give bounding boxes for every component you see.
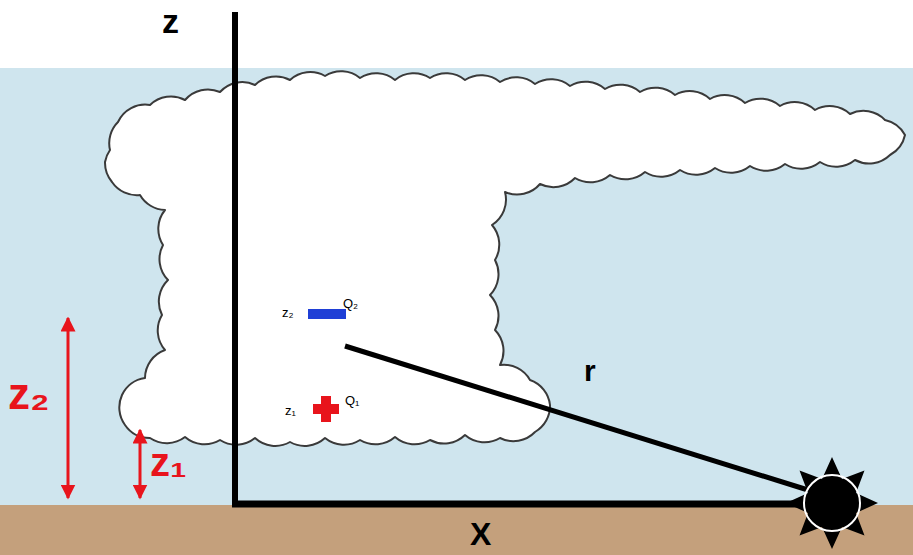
- height-label: z₁: [150, 442, 187, 482]
- charge-height: z₁: [285, 404, 296, 417]
- charge-name: Q₁: [345, 394, 360, 407]
- height-arrow: [139, 430, 142, 498]
- charge-height: z₂: [282, 306, 294, 319]
- height-label: z₂: [8, 372, 50, 416]
- observer-symbol: [786, 457, 878, 549]
- observer-symbol: [806, 477, 858, 529]
- distance-label: r: [584, 356, 596, 386]
- negative-charge: [308, 309, 346, 319]
- thundercloud: [105, 71, 905, 446]
- distance-line: [345, 346, 808, 490]
- positive-charge: [321, 396, 331, 422]
- observer-outline: [804, 475, 860, 531]
- ground: [0, 505, 913, 555]
- axis-label: z: [162, 4, 179, 38]
- x-axis: [232, 501, 805, 508]
- white-margin: [0, 0, 913, 68]
- sky-background: [0, 68, 913, 505]
- height-arrow: [67, 318, 70, 498]
- axis-label: X: [470, 518, 491, 550]
- z-axis: [232, 12, 238, 505]
- charge-name: Q₂: [343, 297, 358, 310]
